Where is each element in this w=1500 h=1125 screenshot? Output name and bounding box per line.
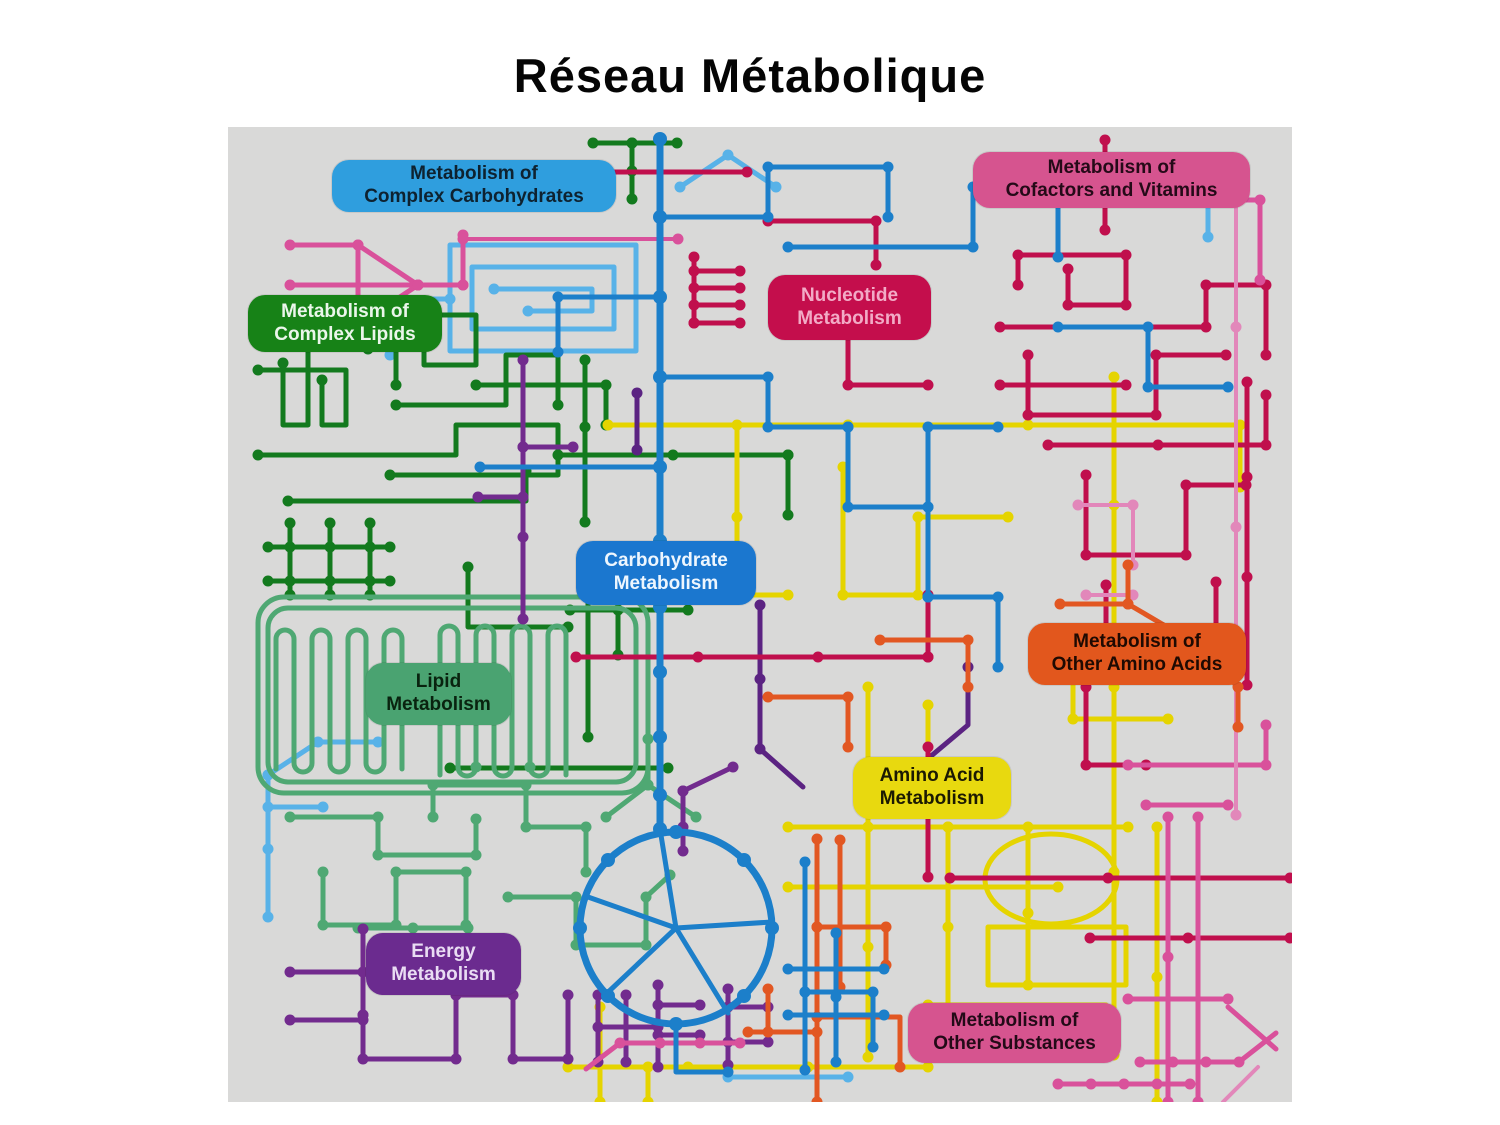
- label-line: Metabolism: [386, 694, 491, 715]
- label-line: Metabolism: [797, 307, 902, 329]
- label-carbohydrate-metabolism: Carbohydrate Metabolism: [576, 541, 756, 605]
- label-metabolism-of-complex-lipids: Metabolism of Complex Lipids: [248, 295, 442, 352]
- metabolic-network-diagram: Metabolism of Complex Carbohydrates Meta…: [228, 127, 1292, 1102]
- network-crimson: [570, 134, 1292, 944]
- label-nucleotide-metabolism: Nucleotide Metabolism: [768, 275, 931, 340]
- page-title: Réseau Métabolique: [513, 49, 987, 102]
- label-lipid-metabolism: Lipid Metabolism: [366, 663, 511, 725]
- label-metabolism-of-other-amino-acids: Metabolism of Other Amino Acids: [1028, 623, 1246, 685]
- label-line: Metabolism: [613, 573, 719, 594]
- label-line: Metabolism of: [410, 163, 538, 185]
- label-line: Metabolism: [879, 788, 985, 809]
- network-dark-green: [252, 137, 794, 774]
- label-line: Nucleotide: [800, 284, 899, 306]
- label-metabolism-of-complex-carbohydrates: Metabolism of Complex Carbohydrates: [332, 160, 616, 212]
- label-line: Other Substances: [933, 1033, 1096, 1054]
- label-line: Amino Acid: [879, 765, 985, 787]
- label-amino-acid-metabolism: Amino Acid Metabolism: [853, 757, 1011, 819]
- label-line: Complex Carbohydrates: [364, 186, 584, 207]
- label-line: Carbohydrate: [604, 550, 728, 572]
- label-energy-metabolism: Energy Metabolism: [366, 933, 521, 995]
- metabolic-network-svg: [252, 132, 1292, 1102]
- label-line: Metabolism of: [281, 300, 409, 322]
- label-line: Lipid: [415, 671, 462, 693]
- label-line: Energy: [411, 941, 476, 963]
- label-line: Metabolism of: [1073, 631, 1201, 653]
- label-metabolism-of-other-substances: Metabolism of Other Substances: [908, 1003, 1121, 1063]
- label-line: Cofactors and Vitamins: [1005, 180, 1218, 201]
- label-line: Metabolism of: [950, 1010, 1079, 1032]
- label-metabolism-of-cofactors-and-vitamins: Metabolism of Cofactors and Vitamins: [973, 152, 1250, 208]
- label-line: Metabolism: [391, 964, 496, 985]
- network-sea-green: [255, 594, 702, 951]
- label-line: Complex Lipids: [274, 323, 416, 345]
- label-line: Other Amino Acids: [1051, 654, 1223, 675]
- label-line: Metabolism of: [1047, 157, 1176, 179]
